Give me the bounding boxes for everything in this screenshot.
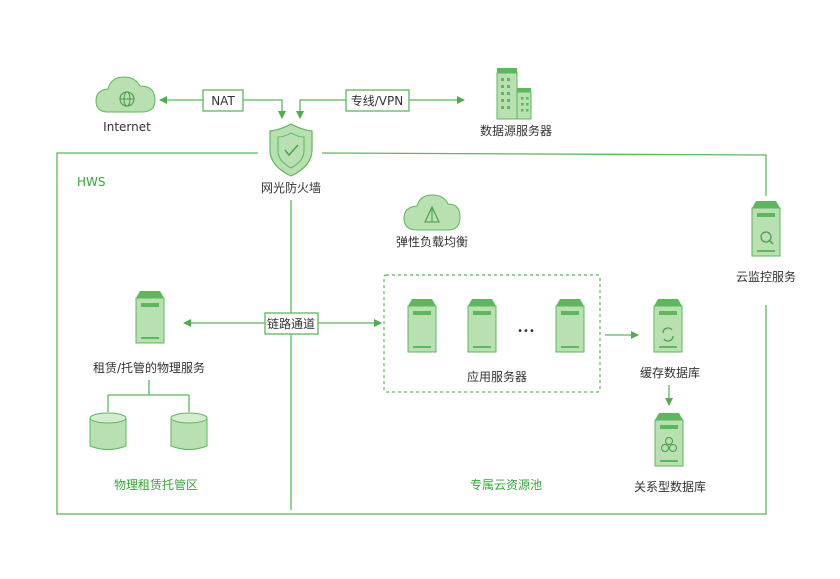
- load-balancer-cloud-icon: [403, 194, 461, 231]
- nat-label: NAT: [211, 94, 235, 108]
- data-source-building-icon: [496, 68, 532, 120]
- physical-hosting-zone-label: 物理租赁托管区: [114, 477, 198, 492]
- storage-cylinder-icon: [89, 412, 127, 450]
- internet-label: Internet: [103, 120, 151, 134]
- data-source-server-label: 数据源服务器: [480, 123, 552, 138]
- internet-cloud-icon: [95, 76, 156, 113]
- app-servers-label: 应用服务器: [467, 369, 527, 384]
- physical-tree-lines: [107, 380, 190, 412]
- dedicated-cloud-pool-label: 专属云资源池: [470, 477, 542, 492]
- relational-database-label: 关系型数据库: [634, 479, 706, 494]
- hws-label: HWS: [77, 175, 106, 189]
- cache-database-label: 缓存数据库: [640, 365, 700, 380]
- firewall-label: 网光防火墙: [261, 180, 321, 195]
- vpn-label: 专线/VPN: [351, 93, 403, 108]
- cache-database-server-icon: [653, 299, 683, 353]
- app-server-icon: [467, 299, 497, 353]
- cloud-monitor-label: 云监控服务: [736, 269, 796, 284]
- vpn-to-firewall-arrow: [296, 99, 346, 119]
- app-server-icon: [407, 299, 437, 353]
- link-channel-label: 链路通道: [267, 316, 315, 331]
- hws-boundary: [56, 152, 767, 515]
- load-balancer-label: 弹性负载均衡: [396, 235, 468, 249]
- nat-to-firewall-arrow: [243, 99, 286, 119]
- cloud-monitor-server-icon: [751, 201, 781, 257]
- physical-service-label: 租赁/托管的物理服务: [93, 360, 205, 375]
- storage-cylinder-icon: [170, 412, 208, 450]
- physical-service-server-icon: [135, 291, 165, 344]
- relational-database-server-icon: [654, 413, 684, 467]
- firewall-shield-icon: [269, 123, 313, 177]
- app-server-ellipsis: •••: [517, 326, 535, 337]
- app-server-pool-boundary: [383, 274, 601, 393]
- app-server-icon: [555, 299, 585, 353]
